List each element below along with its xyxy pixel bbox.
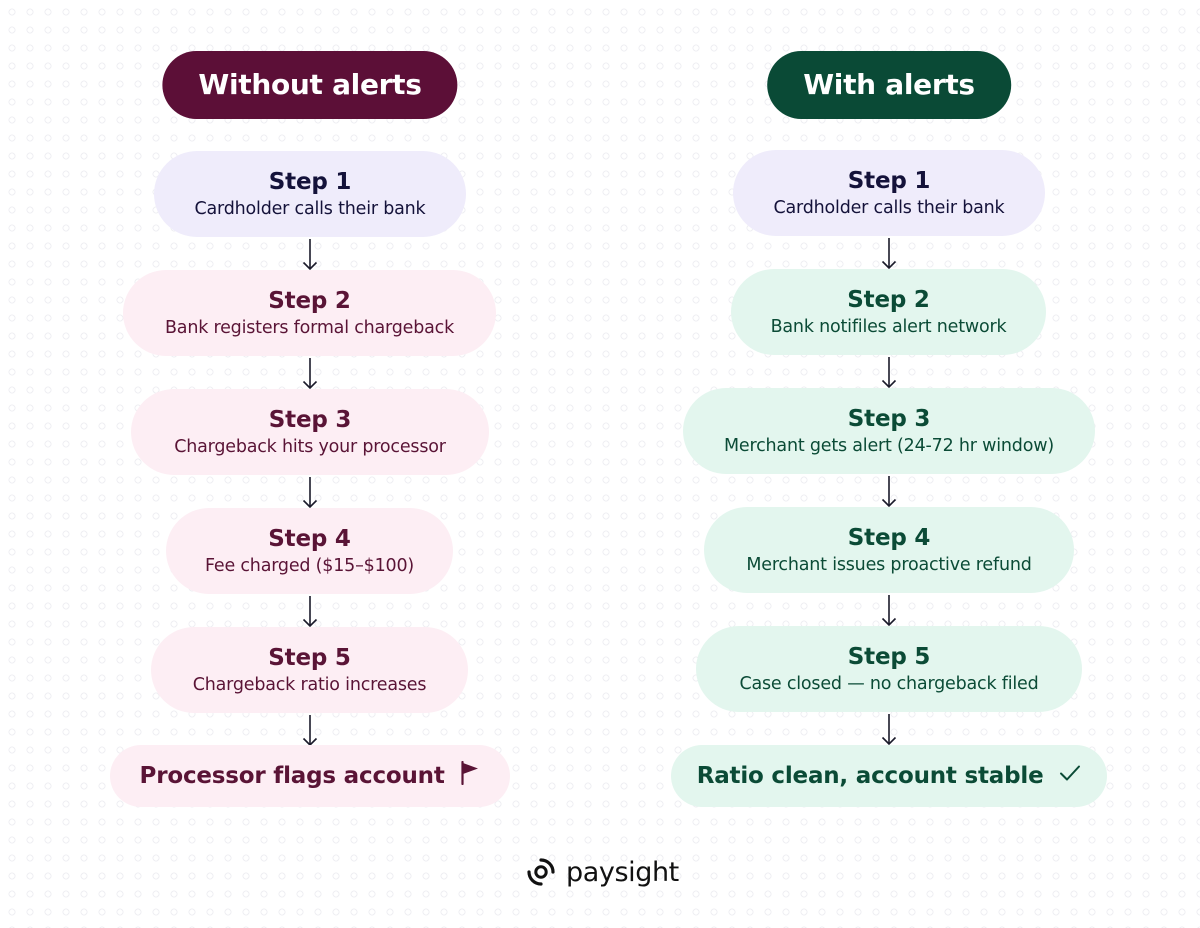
left-step-4: Step 4 Fee charged ($15–$100) (166, 508, 453, 594)
right-step-1-title: Step 1 (847, 168, 931, 194)
right-step-2-desc: Bank notifiles alert network (770, 317, 1007, 337)
checkmark-icon (1060, 765, 1081, 780)
left-step-5-desc: Chargeback ratio increases (192, 675, 427, 695)
left-step-4-title: Step 4 (268, 526, 351, 552)
left-step-1: Step 1 Cardholder calls their bank (154, 151, 466, 237)
without-alerts-column: Without alerts Step 1 Cardholder calls t… (110, 51, 510, 807)
right-step-4-title: Step 4 (847, 525, 931, 551)
left-step-3: Step 3 Chargeback hits your processor (131, 389, 489, 475)
left-step-3-desc: Chargeback hits your processor (174, 437, 446, 457)
left-step-1-desc: Cardholder calls their bank (194, 199, 426, 219)
down-arrow-icon (302, 596, 318, 628)
right-step-3-desc: Merchant gets alert (24-72 hr window) (724, 436, 1054, 456)
right-step-5: Step 5 Case closed — no chargeback filed (696, 626, 1082, 712)
left-outcome-label: Processor flags account (139, 763, 445, 789)
right-step-5-desc: Case closed — no chargeback filed (739, 674, 1039, 694)
right-step-4: Step 4 Merchant issues proactive refund (704, 507, 1074, 593)
right-step-2-title: Step 2 (847, 287, 930, 313)
right-step-4-desc: Merchant issues proactive refund (746, 555, 1032, 575)
down-arrow-icon (302, 477, 318, 509)
left-step-2: Step 2 Bank registers formal chargeback (123, 270, 496, 356)
right-step-2: Step 2 Bank notifiles alert network (731, 269, 1046, 355)
left-step-5: Step 5 Chargeback ratio increases (151, 627, 468, 713)
right-outcome: Ratio clean, account stable (671, 745, 1107, 807)
right-step-3: Step 3 Merchant gets alert (24-72 hr win… (683, 388, 1095, 474)
flag-icon (461, 760, 479, 785)
down-arrow-icon (881, 238, 897, 270)
down-arrow-icon (881, 595, 897, 627)
paysight-logo-icon (527, 858, 555, 886)
left-step-5-title: Step 5 (268, 645, 351, 671)
right-step-3-title: Step 3 (847, 406, 931, 432)
left-step-2-desc: Bank registers formal chargeback (164, 318, 455, 338)
with-alerts-column: With alerts Step 1 Cardholder calls thei… (600, 0, 1200, 928)
down-arrow-icon (881, 714, 897, 746)
down-arrow-icon (881, 357, 897, 389)
with-alerts-heading: With alerts (767, 51, 1011, 119)
left-outcome: Processor flags account (110, 745, 510, 807)
brand-name: paysight (566, 856, 679, 888)
right-step-1-desc: Cardholder calls their bank (773, 198, 1005, 218)
left-step-4-desc: Fee charged ($15–$100) (204, 556, 415, 576)
left-step-2-title: Step 2 (268, 288, 351, 314)
down-arrow-icon (302, 358, 318, 390)
right-outcome-label: Ratio clean, account stable (696, 763, 1044, 789)
down-arrow-icon (302, 715, 318, 747)
left-step-1-title: Step 1 (268, 169, 352, 195)
brand-logo: paysight (526, 854, 679, 890)
down-arrow-icon (302, 239, 318, 271)
left-step-3-title: Step 3 (268, 407, 352, 433)
without-alerts-heading: Without alerts (162, 51, 458, 119)
right-step-1: Step 1 Cardholder calls their bank (733, 150, 1045, 236)
down-arrow-icon (881, 476, 897, 508)
right-step-5-title: Step 5 (847, 644, 931, 670)
